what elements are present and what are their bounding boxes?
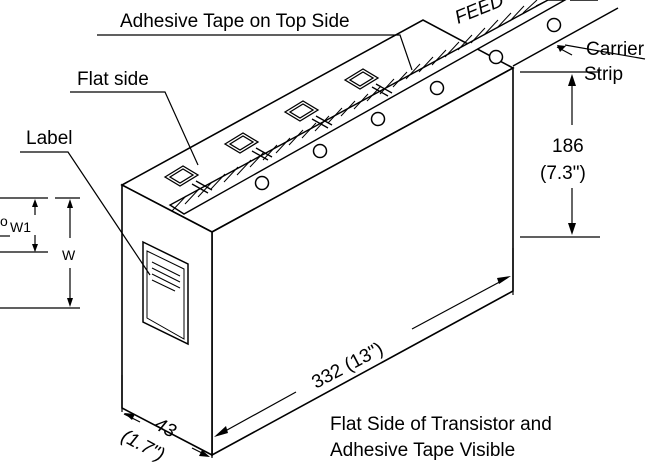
transistor <box>343 68 393 97</box>
length-arrow-right <box>497 276 511 284</box>
height-in-label: (7.3") <box>540 163 586 184</box>
feed-arrowhead <box>557 45 566 52</box>
depth-arrow-right <box>199 450 210 457</box>
flat-side-label: Flat side <box>77 69 149 90</box>
length-arrow-left <box>214 426 228 437</box>
adhesive-tape-label: Adhesive Tape on Top Side <box>120 11 350 32</box>
w-label: W <box>62 247 76 263</box>
height-arrow-up <box>568 74 576 86</box>
carrier-label: Carrier <box>586 39 645 60</box>
caption-line-1: Flat Side of Transistor and <box>330 414 552 435</box>
length-dim-line <box>411 277 508 330</box>
adhesive-tape-leader <box>97 34 413 71</box>
transistor <box>163 165 213 194</box>
label-callout: Label <box>26 128 73 149</box>
length-dim-line <box>217 391 297 436</box>
carrier-strip-edge <box>512 7 619 67</box>
feed-label: FEED <box>452 0 507 29</box>
height-arrow-down <box>568 223 576 235</box>
transistor <box>283 100 333 129</box>
caption-line-2: Adhesive Tape Visible <box>330 440 515 461</box>
strip-label: Strip <box>584 64 623 85</box>
label-leader <box>20 151 151 276</box>
depth-arrow-left <box>124 413 135 420</box>
w1-label: W1 <box>10 219 31 235</box>
flat-side-leader <box>70 91 199 166</box>
sprocket-holes <box>254 17 562 191</box>
w1-partial-label: o <box>0 213 8 229</box>
box-label <box>142 240 189 346</box>
carrier-leader <box>564 44 646 60</box>
w-dimension <box>0 197 80 309</box>
adhesive-tape-strip <box>168 0 567 215</box>
height-mm-label: 186 <box>552 136 584 157</box>
transistor <box>223 132 273 161</box>
